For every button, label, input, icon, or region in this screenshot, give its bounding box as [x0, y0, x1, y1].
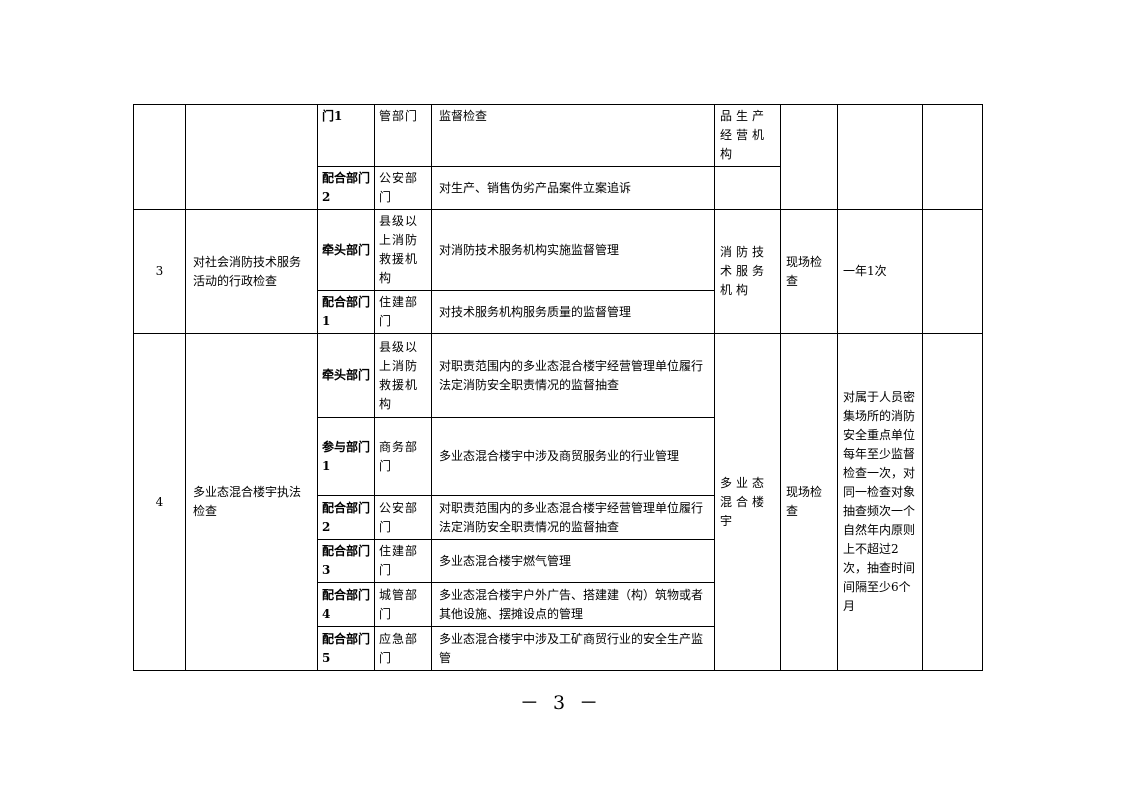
row-number-cell: 4 — [133, 333, 186, 671]
remarks-cell — [922, 104, 983, 210]
dept-name-cell: 住建部门 — [374, 539, 432, 583]
target-cell: 多业态混合楼宇 — [714, 333, 781, 671]
responsibility-cell: 对职责范围内的多业态混合楼宇经营管理单位履行法定消防安全职责情况的监督抽查 — [431, 495, 715, 540]
dept-role-cell: 配合部门5 — [317, 626, 375, 671]
item-cell — [185, 104, 318, 210]
dept-name-cell: 城管部门 — [374, 582, 432, 627]
table-row: 3 对社会消防技术服务活动的行政检查 牵头部门 县级以上消防救援机构 对消防技术… — [133, 209, 983, 334]
dept-role-cell: 配合部门3 — [317, 539, 375, 583]
method-cell: 现场检查 — [780, 209, 838, 334]
table-row: 配合部门2 公安部门 对职责范围内的多业态混合楼宇经营管理单位履行法定消防安全职… — [134, 495, 983, 540]
dept-role-cell: 配合部门2 — [317, 495, 375, 540]
table-row: 4 多业态混合楼宇执法检查 牵头部门 县级以上消防救援机构 对职责范围内的多业态… — [133, 333, 983, 671]
dept-role-cell: 门1 — [317, 104, 375, 167]
responsibility-cell: 多业态混合楼宇户外广告、搭建建（构）筑物或者其他设施、摆摊设点的管理 — [431, 582, 715, 627]
responsibility-cell: 多业态混合楼宇中涉及商贸服务业的行业管理 — [431, 417, 715, 496]
table-row: 门1 管部门 监督检查 品生产经营机构 — [133, 104, 983, 210]
responsibility-cell: 对职责范围内的多业态混合楼宇经营管理单位履行法定消防安全职责情况的监督抽查 — [431, 333, 715, 418]
dept-name-cell: 公安部门 — [374, 495, 432, 540]
item-cell: 多业态混合楼宇执法检查 — [185, 333, 318, 671]
responsibility-cell: 监督检查 — [431, 104, 715, 167]
method-cell — [780, 104, 838, 210]
dept-name-cell: 县级以上消防救援机构 — [374, 333, 432, 418]
frequency-cell: 对属于人员密集场所的消防安全重点单位每年至少监督检查一次，对同一检查对象抽查频次… — [837, 333, 923, 671]
responsibility-cell: 多业态混合楼宇中涉及工矿商贸行业的安全生产监管 — [431, 626, 715, 671]
dept-name-cell: 应急部门 — [374, 626, 432, 671]
remarks-cell — [922, 209, 983, 334]
responsibility-cell: 多业态混合楼宇燃气管理 — [431, 539, 715, 583]
table-row: 配合部门4 城管部门 多业态混合楼宇户外广告、搭建建（构）筑物或者其他设施、摆摊… — [134, 582, 983, 627]
row-number-cell — [133, 104, 186, 210]
dept-role-cell: 配合部门2 — [317, 166, 375, 210]
dept-role-cell: 参与部门1 — [317, 417, 375, 496]
dept-name-cell: 管部门 — [374, 104, 432, 167]
dept-name-cell: 商务部门 — [374, 417, 432, 496]
inspection-table: 门1 管部门 监督检查 品生产经营机构 配合部门2 公安部门 对生产、销售伪劣产… — [133, 104, 983, 671]
item-cell: 对社会消防技术服务活动的行政检查 — [185, 209, 318, 334]
frequency-cell — [837, 104, 923, 210]
dept-name-cell: 住建部门 — [374, 290, 432, 334]
page-number: － 3 － — [519, 692, 603, 714]
method-cell: 现场检查 — [780, 333, 838, 671]
dept-role-cell: 配合部门4 — [317, 582, 375, 627]
dept-role-cell: 配合部门1 — [317, 290, 375, 334]
responsibility-cell: 对生产、销售伪劣产品案件立案追诉 — [431, 166, 715, 210]
row-number-cell: 3 — [133, 209, 186, 334]
dept-role-cell: 牵头部门 — [317, 333, 375, 418]
table-row: 配合部门5 应急部门 多业态混合楼宇中涉及工矿商贸行业的安全生产监管 — [134, 626, 983, 671]
table-row: 配合部门1 住建部门 对技术服务机构服务质量的监督管理 — [134, 290, 983, 334]
responsibility-cell: 对消防技术服务机构实施监督管理 — [431, 209, 715, 291]
table-row: 参与部门1 商务部门 多业态混合楼宇中涉及商贸服务业的行业管理 — [134, 417, 983, 496]
target-cell — [714, 166, 781, 210]
frequency-cell: 一年1次 — [837, 209, 923, 334]
remarks-cell — [922, 333, 983, 671]
table-row: 配合部门3 住建部门 多业态混合楼宇燃气管理 — [134, 539, 983, 583]
table-row: 配合部门2 公安部门 对生产、销售伪劣产品案件立案追诉 — [134, 166, 983, 210]
dept-name-cell: 县级以上消防救援机构 — [374, 209, 432, 291]
target-cell: 消防技术服务机构 — [714, 209, 781, 334]
target-cell: 品生产经营机构 — [714, 104, 781, 167]
dept-name-cell: 公安部门 — [374, 166, 432, 210]
dept-role-cell: 牵头部门 — [317, 209, 375, 291]
responsibility-cell: 对技术服务机构服务质量的监督管理 — [431, 290, 715, 334]
